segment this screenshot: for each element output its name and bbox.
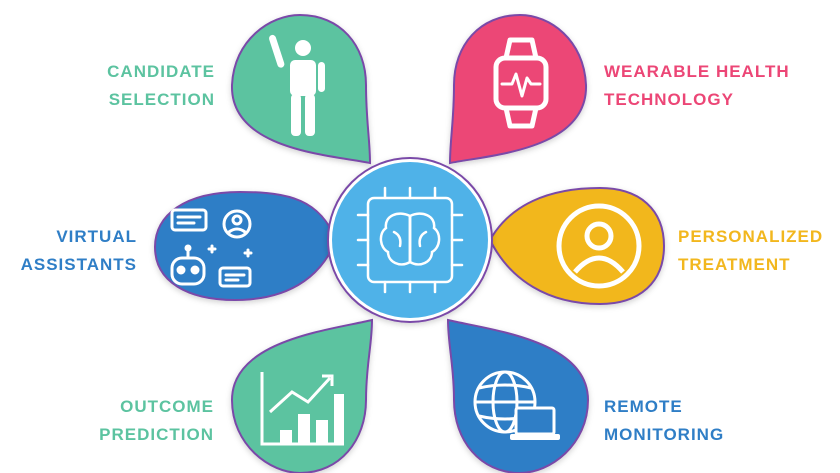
petal-wearable-health bbox=[448, 13, 588, 165]
label-line: TECHNOLOGY bbox=[604, 90, 734, 109]
person-raising-hand-icon bbox=[269, 34, 325, 136]
label-remote-monitoring: REMOTE MONITORING bbox=[604, 393, 724, 449]
ai-brain-chip-icon bbox=[356, 186, 464, 294]
petal-shape bbox=[153, 190, 338, 302]
globe-laptop-icon bbox=[473, 370, 560, 440]
petal-personalized-treatment bbox=[488, 186, 666, 306]
user-profile-icon bbox=[556, 203, 642, 289]
label-line: MONITORING bbox=[604, 425, 725, 444]
label-line: VIRTUAL bbox=[56, 227, 137, 246]
label-line: WEARABLE HEALTH bbox=[604, 62, 790, 81]
label-line: REMOTE bbox=[604, 397, 683, 416]
petal-virtual-assistants bbox=[153, 190, 338, 302]
petal-shape bbox=[488, 186, 666, 306]
label-line: ASSISTANTS bbox=[20, 255, 137, 274]
petal-candidate-selection bbox=[230, 13, 372, 165]
label-line: PREDICTION bbox=[99, 425, 214, 444]
chatbot-robot-icon bbox=[170, 208, 253, 288]
label-outcome-prediction: OUTCOME PREDICTION bbox=[99, 393, 214, 449]
petal-shape bbox=[448, 13, 588, 165]
label-line: PERSONALIZED bbox=[678, 227, 824, 246]
label-wearable-health: WEARABLE HEALTH TECHNOLOGY bbox=[604, 58, 790, 114]
petal-remote-monitoring bbox=[446, 318, 590, 473]
label-line: SELECTION bbox=[108, 90, 215, 109]
label-virtual-assistants: VIRTUAL ASSISTANTS bbox=[21, 223, 137, 279]
label-line: OUTCOME bbox=[120, 397, 214, 416]
central-hub bbox=[327, 157, 493, 323]
label-candidate-selection: CANDIDATE SELECTION bbox=[107, 58, 215, 114]
label-line: TREATMENT bbox=[678, 255, 791, 274]
smartwatch-heartbeat-icon bbox=[493, 37, 549, 129]
petal-outcome-prediction bbox=[230, 318, 374, 473]
growth-chart-icon bbox=[260, 372, 344, 446]
label-line: CANDIDATE bbox=[107, 62, 215, 81]
label-personalized-treatment: PERSONALIZED TREATMENT bbox=[678, 223, 823, 279]
